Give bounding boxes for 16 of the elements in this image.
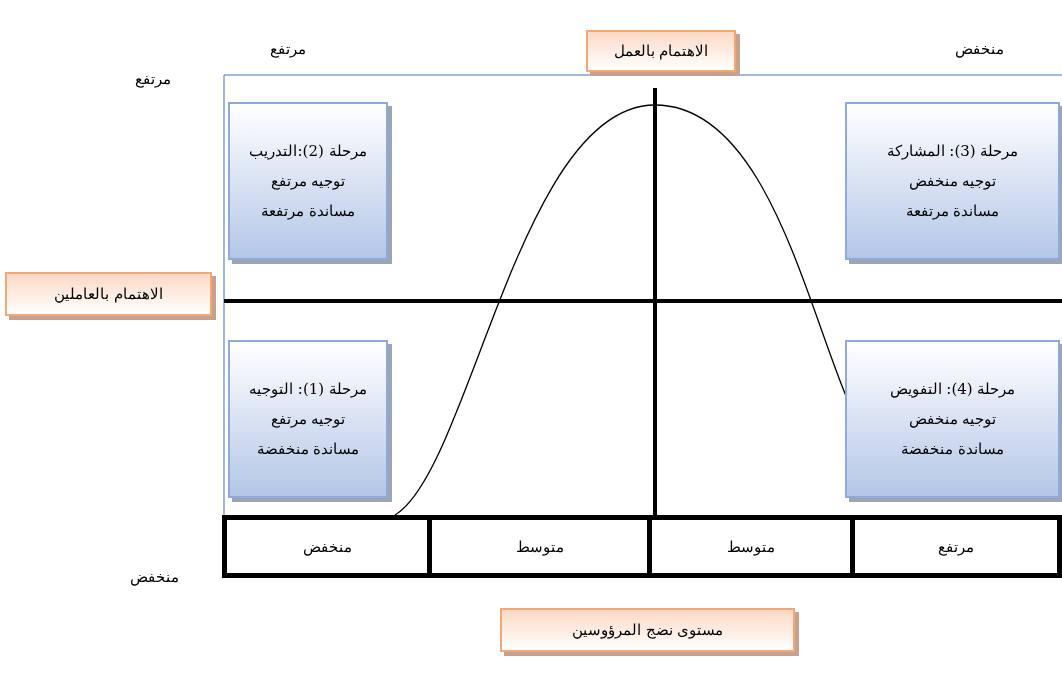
axis-level-label: مرتفع [135, 70, 171, 88]
stage-detail: توجيه منخفض [908, 410, 997, 428]
stage-detail: مساندة مرتفعة [261, 202, 355, 220]
stage-detail: مساندة منخفضة [256, 440, 360, 458]
axis-level-label: منخفض [130, 568, 179, 586]
axis-level-label: منخفض [955, 40, 1004, 58]
stage-title: مرحلة (2):التدريب [249, 142, 367, 160]
stage-detail: مساندة منخفضة [901, 440, 1004, 458]
stage-title: مرحلة (1): التوجيه [249, 380, 367, 398]
stage-title: مرحلة (4): التفويض [889, 380, 1016, 398]
axis-level-label: مرتفع [270, 40, 306, 58]
stage-detail: توجيه مرتفع [270, 172, 346, 190]
stage-detail: توجيه منخفض [908, 172, 997, 190]
stage-detail: مساندة مرتفعة [905, 202, 1000, 220]
stage-detail: توجيه مرتفع [270, 410, 346, 428]
stage-title: مرحلة (3): المشاركة [886, 142, 1019, 160]
